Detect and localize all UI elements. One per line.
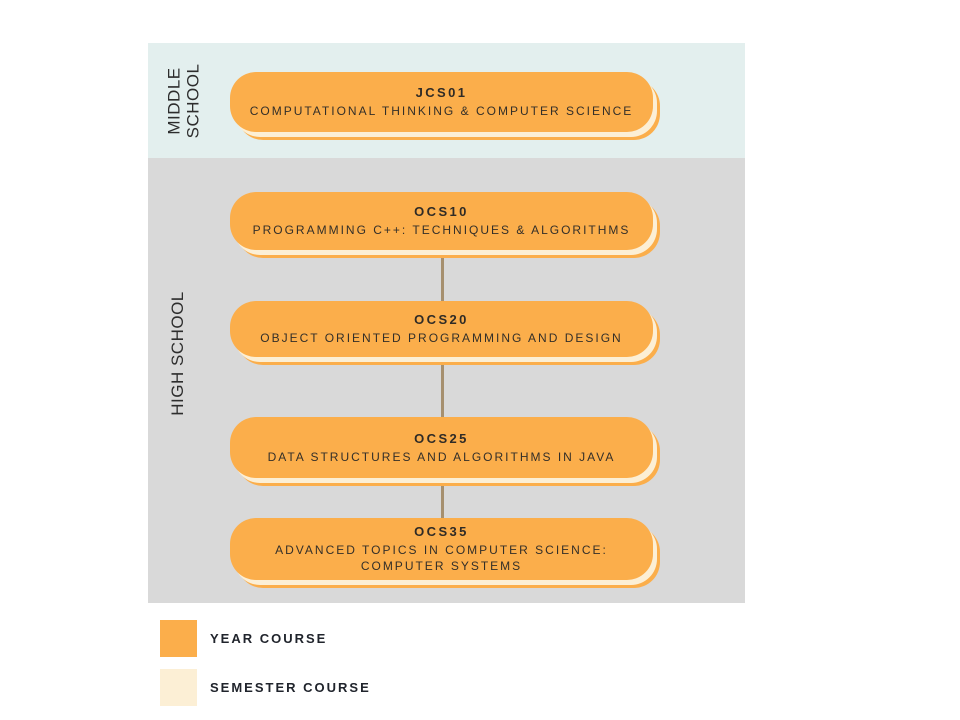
course-code: OCS20 [414,312,469,327]
semester-course-swatch [160,669,197,706]
course-box-ocs25: OCS25 DATA STRUCTURES AND ALGORITHMS IN … [230,417,653,478]
course-title: OBJECT ORIENTED PROGRAMMING AND DESIGN [260,331,623,345]
semester-course-label: SEMESTER COURSE [210,680,371,695]
course-title: PROGRAMMING C++: TECHNIQUES & ALGORITHMS [252,223,631,237]
course-box-ocs20: OCS20 OBJECT ORIENTED PROGRAMMING AND DE… [230,301,653,357]
middle-school-label-line2: SCHOOL [183,63,203,138]
legend-item-year-course: YEAR COURSE [160,620,327,657]
course-title: DATA STRUCTURES AND ALGORITHMS IN JAVA [267,449,616,464]
course-box-ocs35: OCS35 ADVANCED TOPICS IN COMPUTER SCIENC… [230,518,653,580]
course-code: OCS35 [414,524,469,539]
connector-ocs25-ocs35 [441,476,444,522]
year-course-label: YEAR COURSE [210,631,328,646]
middle-school-label-line1: MIDDLE [164,66,184,135]
course-title: ADVANCED TOPICS IN COMPUTER SCIENCE: COM… [275,543,608,573]
year-course-swatch [160,620,197,657]
middle-school-label: MIDDLE SCHOOL [148,43,218,158]
connector-ocs10-ocs20 [441,248,444,304]
course-title: COMPUTATIONAL THINKING & COMPUTER SCIENC… [249,104,634,118]
course-box-jcs01: JCS01 COMPUTATIONAL THINKING & COMPUTER … [230,72,653,132]
course-code: OCS25 [414,430,469,446]
high-school-label: HIGH SCHOOL [167,290,187,416]
connector-ocs20-ocs25 [441,355,444,421]
course-box-ocs10: OCS10 PROGRAMMING C++: TECHNIQUES & ALGO… [230,192,653,250]
course-code: OCS10 [414,204,469,219]
course-code: JCS01 [415,85,468,100]
legend-item-semester-course: SEMESTER COURSE [160,669,371,706]
